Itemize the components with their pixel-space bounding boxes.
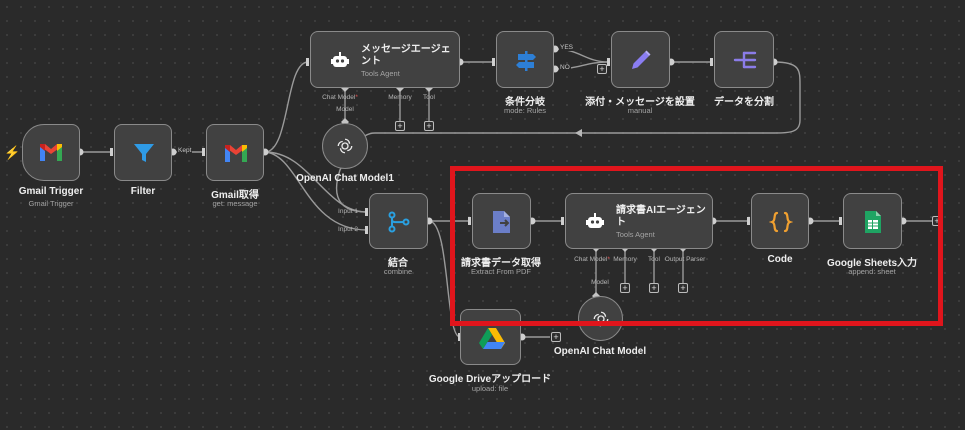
add-tool-button[interactable]: + <box>649 283 659 293</box>
message-agent-node[interactable]: メッセージエージェント Tools Agent <box>310 31 460 88</box>
gmail-icon <box>38 141 64 163</box>
google-sheets-subtitle: append: sheet <box>848 267 896 276</box>
extract-invoice-label: 請求書データ取得 <box>461 258 541 269</box>
gmail-get-label: Gmail取得 <box>211 190 259 201</box>
edge-label-model-2: Model <box>591 279 609 286</box>
document-arrow-icon <box>489 209 515 235</box>
add-no-branch-button[interactable]: + <box>597 64 607 74</box>
merge-subtitle: combine <box>383 267 413 276</box>
robot-icon <box>584 211 606 233</box>
attach-message-subtitle: manual <box>627 106 653 115</box>
split-data-node[interactable] <box>714 31 774 88</box>
add-memory-button[interactable]: + <box>620 283 630 293</box>
message-agent-tool-port: Tool <box>423 94 435 101</box>
google-sheets-icon <box>862 208 884 236</box>
gmail-get-subtitle: get: message <box>212 199 258 208</box>
merge-input-1-label: Input 1 <box>338 208 358 215</box>
add-node-after-drive-button[interactable]: + <box>551 332 561 342</box>
code-node[interactable] <box>751 193 809 249</box>
rules-subtitle: mode: Rules <box>503 106 547 115</box>
attach-message-label: 添付・メッセージを設置 <box>585 97 695 108</box>
invoice-agent-memory-port: Memory <box>613 256 637 263</box>
openai-chat-model-1-label: OpenAI Chat Model1 <box>296 173 394 184</box>
google-drive-label: Google Driveアップロード <box>428 374 552 385</box>
extract-invoice-node[interactable] <box>472 193 531 249</box>
message-agent-chat-model-port: Chat Model* <box>322 94 358 101</box>
gmail-trigger-node[interactable] <box>22 124 80 181</box>
curly-braces-icon <box>767 208 795 236</box>
invoice-agent-chat-model-port: Chat Model* <box>574 256 610 263</box>
merge-node[interactable] <box>369 193 428 249</box>
invoice-agent-output-parser-port: Output Parser <box>664 256 706 263</box>
edge-label-no: NO <box>559 64 571 71</box>
openai-chat-model-label: OpenAI Chat Model <box>553 346 647 357</box>
openai-chat-model-1-node[interactable] <box>322 123 368 169</box>
split-data-label: データを分割 <box>714 97 774 108</box>
code-label: Code <box>767 254 793 265</box>
edge-label-model-1: Model <box>336 106 354 113</box>
gmail-icon <box>223 142 249 164</box>
merge-icon <box>386 209 412 235</box>
google-sheets-label: Google Sheets入力 <box>826 258 918 269</box>
google-drive-node[interactable] <box>460 309 521 365</box>
invoice-agent-tool-port: Tool <box>648 256 660 263</box>
edge-label-kept: Kept <box>177 147 193 154</box>
robot-icon <box>329 50 351 72</box>
openai-chat-model-node[interactable] <box>578 296 623 341</box>
extract-invoice-subtitle: Extract From PDF <box>470 267 532 276</box>
add-output-parser-button[interactable]: + <box>678 283 688 293</box>
invoice-agent-title: 請求書AIエージェント <box>616 205 706 228</box>
attach-message-node[interactable] <box>611 31 670 88</box>
openai-logo-icon <box>334 135 356 157</box>
filter-label: Filter <box>130 186 156 197</box>
highlight-annotation-box <box>450 166 943 326</box>
add-tool-button[interactable]: + <box>424 121 434 131</box>
google-drive-icon <box>478 325 506 351</box>
gmail-get-node[interactable] <box>206 124 264 181</box>
invoice-agent-node[interactable]: 請求書AIエージェント Tools Agent <box>565 193 713 249</box>
merge-input-2-label: Input 2 <box>338 226 358 233</box>
edge-label-yes: YES <box>559 44 575 51</box>
filter-node[interactable] <box>114 124 172 181</box>
rules-label: 条件分岐 <box>505 97 545 108</box>
merge-label: 結合 <box>388 258 408 269</box>
split-icon <box>732 47 758 73</box>
message-agent-subtitle: Tools Agent <box>361 69 400 78</box>
add-memory-button[interactable]: + <box>395 121 405 131</box>
gmail-trigger-subtitle: Gmail Trigger <box>28 199 74 208</box>
pencil-icon <box>628 47 654 73</box>
invoice-agent-subtitle: Tools Agent <box>616 230 655 239</box>
gmail-trigger-label: Gmail Trigger <box>18 186 84 197</box>
filter-funnel-icon <box>131 140 157 166</box>
message-agent-title: メッセージエージェント <box>361 44 451 67</box>
rules-node[interactable] <box>496 31 554 88</box>
google-sheets-node[interactable] <box>843 193 902 249</box>
message-agent-memory-port: Memory <box>388 94 412 101</box>
trigger-bolt-icon: ⚡ <box>4 145 21 160</box>
signpost-icon <box>513 48 539 74</box>
google-drive-subtitle: upload: file <box>471 384 509 393</box>
